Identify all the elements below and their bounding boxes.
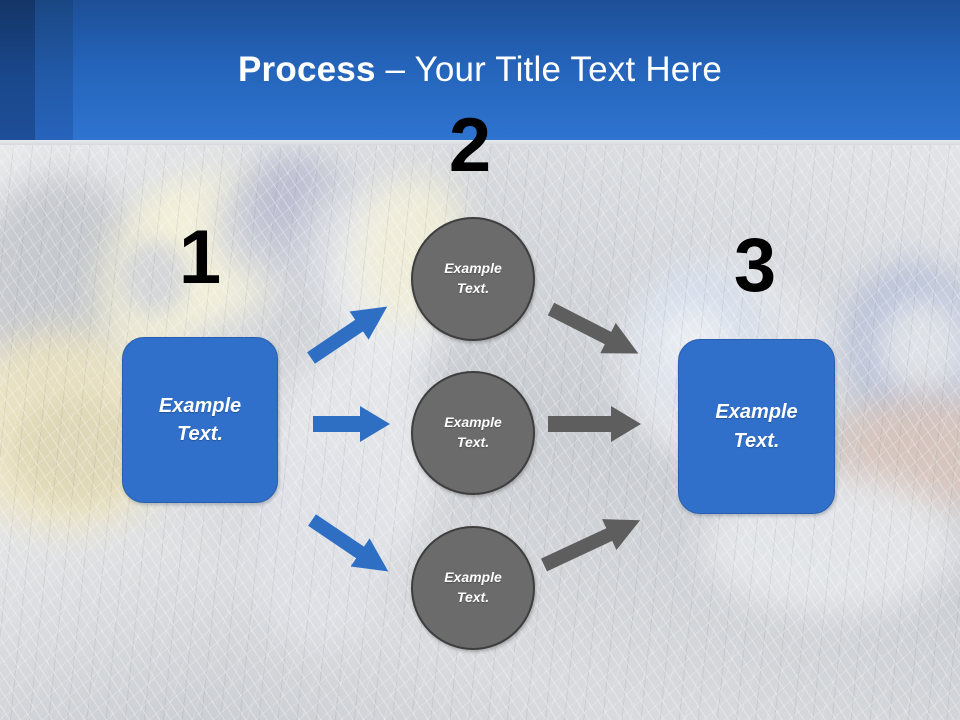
stage-two-circle-2-text: Example Text. — [444, 413, 502, 453]
slide-header — [0, 0, 960, 140]
step-number-1: 1 — [178, 215, 222, 300]
stage-two-circle-2-line1: Example — [444, 414, 502, 431]
stage-one-box-text: Example Text. — [159, 392, 241, 449]
page-title-strong: Process — [238, 50, 376, 89]
stage-two-circle-1-text: Example Text. — [444, 259, 502, 299]
stage-two-circle-1[interactable]: Example Text. — [411, 217, 535, 341]
header-stripe-mid — [35, 0, 73, 140]
step-number-2: 2 — [448, 103, 492, 188]
stage-two-circle-3-text: Example Text. — [444, 568, 502, 608]
stage-two-circle-1-line1: Example — [444, 260, 502, 277]
stage-one-box-line2: Text. — [177, 423, 223, 445]
stage-three-box-line1: Example — [715, 401, 798, 424]
stage-two-circle-2[interactable]: Example Text. — [411, 371, 535, 495]
gray-arrow-down-right — [543, 294, 646, 369]
blue-arrow-right — [313, 406, 390, 442]
gray-arrow-up-right — [537, 505, 647, 581]
stage-two-circle-3-line2: Text. — [456, 589, 490, 605]
header-stripe-dark — [0, 0, 35, 140]
page-title: Process – Your Title Text Here — [0, 50, 960, 90]
header-underline — [0, 140, 960, 145]
stage-two-circle-1-line2: Text. — [456, 280, 490, 296]
page-title-rest: – Your Title Text Here — [375, 50, 722, 89]
blue-arrow-up-right — [301, 292, 396, 372]
stage-one-box-line1: Example — [158, 394, 242, 417]
step-number-3: 3 — [733, 223, 777, 308]
stage-three-box[interactable]: Example Text. — [678, 339, 835, 514]
stage-three-box-line2: Text. — [733, 429, 780, 452]
stage-two-circle-2-line2: Text. — [456, 434, 490, 450]
blue-arrow-down-right — [302, 506, 397, 586]
stage-three-box-text: Example Text. — [715, 398, 797, 455]
stage-two-circle-3[interactable]: Example Text. — [411, 526, 535, 650]
stage-one-box[interactable]: Example Text. — [122, 337, 278, 503]
stage-two-circle-3-line1: Example — [444, 569, 502, 586]
gray-arrow-right — [548, 406, 641, 442]
